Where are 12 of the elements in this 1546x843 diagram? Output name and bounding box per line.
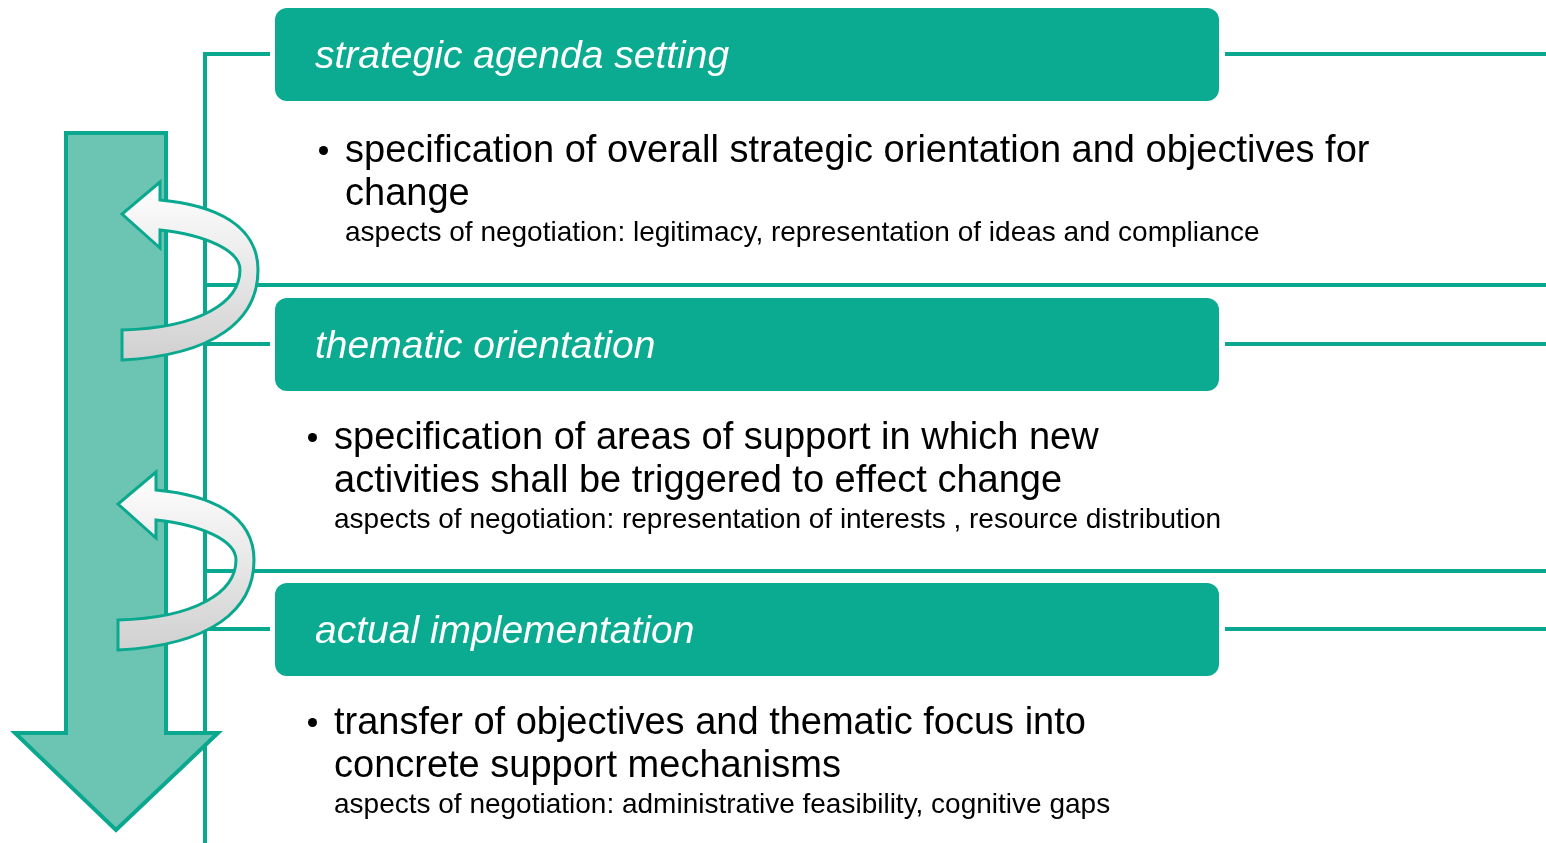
phase-description: specification of overall strategic orientation and objectives for change <box>345 128 1371 214</box>
phase-description: transfer of objectives and thematic focus into concrete support mechanisms <box>334 700 1087 786</box>
negotiation-aspects: aspects of negotiation: administrative feasibility, cognitive gaps <box>334 788 1111 820</box>
negotiation-aspects: aspects of negotiation: legitimacy, representation of ideas and compliance <box>345 216 1260 248</box>
phase-header <box>275 583 1219 676</box>
phase-title: actual implementation <box>315 607 695 652</box>
phase-title: thematic orientation <box>315 322 656 367</box>
phase-title: strategic agenda setting <box>315 32 730 77</box>
phase-header <box>275 8 1219 101</box>
phase-description: specification of areas of support in which new activities shall be triggered to effect change <box>334 415 1100 501</box>
phase-header <box>275 298 1219 391</box>
negotiation-aspects: aspects of negotiation: representation of interests , resource distribution <box>334 503 1222 535</box>
